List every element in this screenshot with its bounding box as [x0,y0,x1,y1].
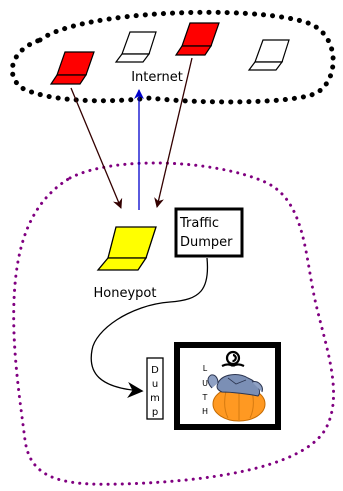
analysis-logo: L U T H [174,342,281,430]
attacker-laptop-icon [49,51,95,85]
turtle-icon [207,374,263,397]
incoming-arrow-left [70,87,123,209]
internet-label: Internet [131,70,183,85]
traffic-dumper-label-line2: Dumper [180,235,233,250]
dump-flow-arrow [90,257,209,398]
host-laptop-icon [114,31,157,63]
luth-letter-2: U [202,379,208,388]
swirl-icon [221,350,245,368]
luth-letter-4: H [202,407,208,416]
dump-letter-4: p [152,407,158,418]
honeypot-label: Honeypot [94,286,157,301]
internet-cloud-boundary [9,9,336,105]
luth-letter-3: T [202,393,208,402]
incoming-arrow-right [154,57,193,208]
local-network-boundary [12,161,336,486]
traffic-dumper-label-line1: Traffic [179,216,219,231]
attacker-laptop-icon-2 [174,22,220,56]
dump-letter-3: m [150,393,160,404]
luth-letter-1: L [203,364,208,373]
dump-letter-1: D [151,365,159,376]
honeypot-laptop-icon [96,226,157,271]
dump-box: D u m p [146,357,164,420]
host-laptop-icon-2 [247,39,290,71]
dump-letter-2: u [152,379,158,390]
traffic-dumper-box: Traffic Dumper [174,207,244,258]
